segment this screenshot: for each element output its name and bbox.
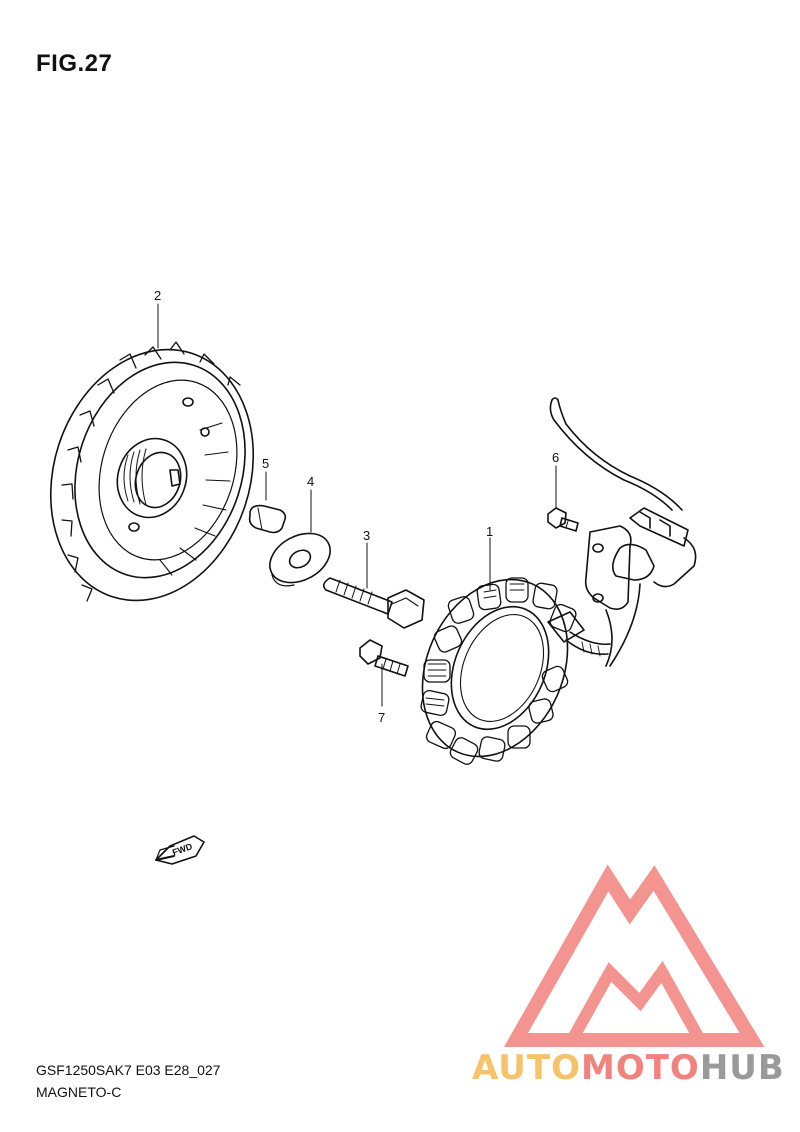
section-name: MAGNETO-C — [36, 1084, 122, 1100]
automotohub-watermark: AUTOMOTOHUB — [472, 1048, 785, 1088]
callout-3: 3 — [363, 528, 370, 543]
callout-7: 7 — [378, 710, 385, 725]
washer-part-4 — [269, 532, 331, 587]
callout-2: 2 — [154, 288, 161, 303]
screw-part-7 — [359, 639, 409, 677]
callout-6: 6 — [552, 450, 559, 465]
bolt-part-3 — [322, 577, 425, 629]
callout-1: 1 — [486, 524, 493, 539]
callout-5: 5 — [262, 456, 269, 471]
key-part-5 — [248, 504, 287, 534]
forward-direction-arrow — [155, 835, 205, 865]
watermark-hub: HUB — [699, 1048, 785, 1088]
lead-wire-harness — [549, 397, 697, 667]
screw-part-6 — [547, 507, 579, 532]
automotohub-logo-mark — [503, 864, 765, 1047]
figure-title: FIG.27 — [36, 50, 113, 77]
stator-part-1 — [420, 577, 611, 765]
model-code: GSF1250SAK7 E03 E28_027 — [36, 1062, 221, 1078]
callout-4: 4 — [307, 474, 314, 489]
watermark-auto: AUTO — [472, 1048, 581, 1088]
watermark-moto: MOTO — [580, 1048, 700, 1088]
rotor-part-2 — [49, 341, 255, 602]
